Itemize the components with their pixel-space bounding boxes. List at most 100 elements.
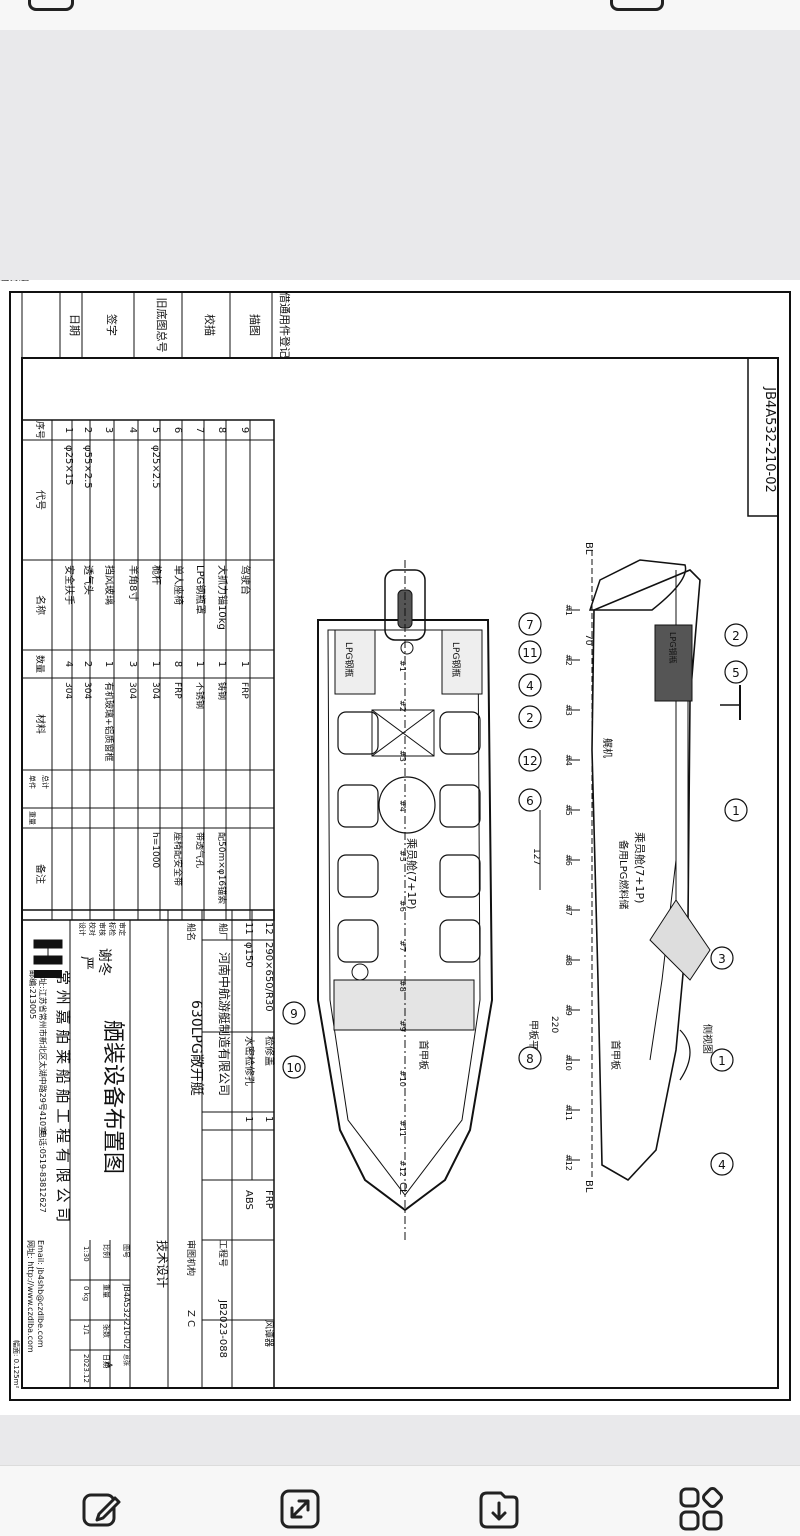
part-material: 组合件 [0,280,27,283]
part-seq: 5 [150,427,161,433]
plan-callout-number: 8 [526,1052,534,1066]
part-name: LPG钢瓶罩 [194,565,207,614]
sidebar-label: 日期 [68,314,81,336]
steering-wheel [351,963,369,981]
scale-label: 比例 [102,1244,111,1258]
plan-callout-number: 6 [526,794,534,808]
dim-220: 220 [549,1016,559,1033]
project-no: JB2023-088 [217,1299,228,1358]
review: Z C [185,1310,196,1327]
windscreen [649,899,711,981]
part-qty: 3 [127,661,138,667]
logo-mark [33,939,63,965]
edit-icon [82,1493,121,1527]
company-name: 常 州 嘉 舶 莱 船 舶 工 程 有 限 公 司 [54,970,72,1222]
engine-label: 艉机 [601,738,614,758]
doc-number: JB4A532-210-02 [762,386,777,492]
part-material: 有机玻璃+铝质窗框 [103,682,115,762]
part-name: 驾驶台 [239,565,252,595]
parts-table: 序号代号名称数量材料单件总计重量备注1φ25×15安全扶手43042φ55×2.… [0,280,275,921]
weight-label: 重量 [102,1284,110,1298]
ship-name: 630LPG敞开艇 [188,1000,204,1096]
lpg-cabinet-label: LPG钢瓶 [668,632,678,663]
part-seq: 2 [82,427,93,433]
parts-table-frame [21,419,275,921]
header-remark: 备注 [34,864,47,884]
plan-frame-label: #9 [398,1020,407,1032]
header-seq: 序号 [34,421,46,439]
extra-seq: 12 [263,922,274,935]
header-code: 代号 [34,490,46,510]
side-callout-circle [710,1048,734,1072]
extra-name: 水密检修孔 [243,1036,256,1086]
frame-label: #11 [564,1104,573,1121]
part-seq: 3 [103,427,114,433]
center-line-label: CL [397,1182,408,1195]
inspection-cover [371,709,435,757]
part-remark: h=1000 [150,832,160,868]
apps-icon [679,1487,723,1531]
sidebar-label: 描图 [248,314,262,336]
plan-callout-circle [518,788,542,812]
lpg-bottle-2 [441,629,483,695]
side-view-drawing: 艉机LPG钢瓶乘员舱(7+1P)备用LPG燃料储首甲板侧视图BLBL#1#2#3… [527,542,748,1193]
plan-callout-number: 9 [290,1007,298,1021]
part-name: 透气头 [82,565,95,595]
part-material: FRP [239,682,249,699]
frame-label: #7 [564,904,573,916]
plan-callout-number: 12 [522,754,537,768]
logo-mark [34,970,62,978]
fullscreen-button[interactable] [275,1484,325,1534]
frame-label: #1 [564,604,573,616]
series: 风谭器 [263,1320,274,1347]
part-material: 304 [150,682,160,699]
back-icon-fragment[interactable] [28,0,74,11]
edit-button[interactable] [76,1484,126,1534]
part-material: 不锈钢 [194,682,206,709]
stage: 技术设计 [155,1240,169,1288]
frame-label: #2 [564,654,573,666]
part-name: 窗开窗 [0,280,30,283]
more-apps-button[interactable] [676,1484,726,1534]
weight: 0 kg [82,1286,90,1301]
side-callout-circle [724,623,748,647]
role-label: 审核 [98,922,107,936]
dim-70: 70 [583,634,593,646]
extra-qty: 1 [243,1116,254,1122]
part-name: 桅杆 [150,565,163,585]
plan-frame-label: #8 [398,980,407,992]
download-button[interactable] [474,1484,524,1534]
frame-label: #8 [564,954,573,966]
part-remark: 带透气孔 [194,832,206,868]
plan-callout-number: 7 [526,618,534,632]
fuel-tank-label: 备用LPG燃料储 [617,840,630,909]
company-website: 网址: http://www.czdlba.com [26,1240,36,1353]
tab-icon-fragment[interactable] [610,0,664,11]
side-callout-circle [710,1152,734,1176]
plan-callout-number: 10 [286,1061,301,1075]
extra-name: 检修盖 [263,1036,276,1066]
role-label: 校对 [88,922,97,936]
helm-station [333,979,475,1031]
passenger-seat [337,854,379,898]
plan-frame-label: #2 [398,700,407,712]
part-seq: 10 [0,280,6,283]
project-no-label: 工程号 [217,1240,228,1267]
part-code: φ55×2.5 [82,445,93,489]
plan-callout-circle [518,673,542,697]
part-material: 304 [127,682,137,699]
doc-number-box [747,357,779,517]
plan-callout-number: 4 [526,679,534,693]
extra-material: FRP [263,1190,274,1209]
total-sheets: A [103,1362,113,1369]
side-callout-number: 4 [718,1158,726,1172]
plan-frame-label: #3 [398,750,407,762]
drawing-no-label: 图号 [122,1244,130,1258]
sheet-label: 张数 [102,1324,111,1338]
plan-callout-number: 2 [526,711,534,725]
side-callout-circle [724,660,748,684]
plan-callout-circle [518,748,542,772]
plan-hull [317,619,494,1212]
dim-127: 127 [531,848,541,865]
